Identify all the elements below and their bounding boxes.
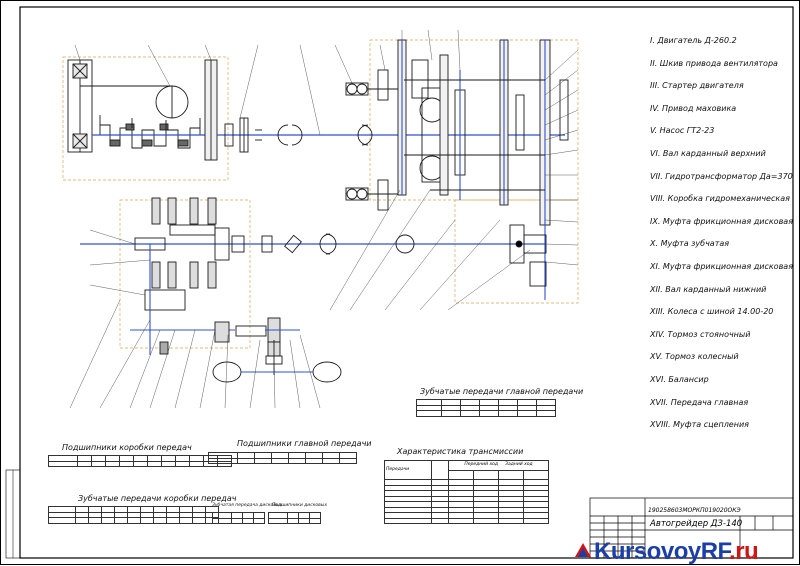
transmission-upper	[397, 39, 569, 300]
legend-item: III. Стартер двигателя	[650, 81, 744, 91]
document-code: 190258603МОРКП019020ОКЭ	[648, 507, 741, 514]
legend-item: XIII. Колеса с шиной 14.00-20	[650, 307, 774, 317]
transmission-table-title: Характеристика трансмиссии	[397, 447, 524, 456]
gearbox-bearings-table-title: Подшипники коробки передач	[62, 443, 192, 452]
legend-item: XV. Тормоз колесный	[650, 352, 739, 362]
legend-item: XVII. Передача главная	[650, 397, 749, 407]
main-gears-table	[416, 399, 556, 417]
legend-item: VI. Вал карданный верхний	[650, 148, 766, 158]
watermark: KursovoyRF.ru	[594, 538, 759, 566]
component-legend: I. Двигатель Д-260.2 II. Шкив привода ве…	[650, 30, 796, 437]
engine-block	[67, 59, 218, 161]
legend-item: IX. Муфта фрикционная дисковая	[650, 216, 793, 226]
legend-item: VIII. Коробка гидромеханическая	[650, 194, 790, 204]
legend-item: II. Шкив привода вентилятора	[650, 58, 778, 68]
transmission-sub-header: Передний ход Задний ход	[448, 460, 549, 471]
assembly-outlines	[62, 39, 579, 349]
legend-item: XVIII. Муфта сцепления	[650, 420, 749, 430]
watermark-logo-icon	[575, 543, 591, 557]
gearbox-gears-table-title: Зубчатые передачи коробки передач	[78, 494, 237, 503]
leader-lines	[69, 29, 579, 409]
legend-item: I. Двигатель Д-260.2	[650, 36, 737, 45]
lower-shaft	[230, 224, 547, 287]
legend-item: VII. Гидротрансформатор Да=370	[650, 171, 793, 181]
small-gears-label: Зубчатая передача дисковых	[212, 503, 283, 508]
legend-item: XIV. Тормоз стояночный	[650, 329, 751, 339]
transmission-table: Передачи Передний ход Задний ход	[384, 460, 549, 524]
watermark-brand: KursovoyRF	[594, 538, 730, 565]
forward-label: Передний ход	[464, 462, 498, 468]
reverse-label: Задний ход	[505, 462, 533, 468]
front-axle-group	[80, 197, 342, 383]
legend-item: V. Насос ГТ2-23	[650, 126, 715, 136]
small-bearings-table	[268, 512, 321, 524]
main-bearings-table	[208, 452, 357, 464]
gearbox-bearings-table	[48, 455, 232, 467]
watermark-tld: .ru	[729, 538, 759, 565]
main-gears-table-title: Зубчатые передачи главной передачи	[420, 387, 584, 396]
drawing-frame	[19, 6, 794, 559]
title-block	[589, 497, 794, 559]
legend-item: IV. Привод маховика	[650, 103, 737, 113]
legend-item: X. Муфта зубчатая	[650, 239, 730, 249]
legend-item: XVI. Балансир	[650, 374, 709, 384]
transmission-col-header: Передачи	[384, 460, 432, 480]
legend-item: XII. Вал карданный нижний	[650, 284, 767, 294]
gearbox-gears-table	[48, 506, 219, 524]
main-bearings-table-title: Подшипники главной передачи	[237, 439, 372, 448]
small-gears-table	[212, 512, 265, 524]
pump-pinions	[345, 69, 398, 211]
legend-item: XI. Муфта фрикционная дисковая	[650, 261, 793, 271]
small-bearings-label: Подшипники дисковых	[272, 503, 328, 508]
drawing-name: Автогрейдер ДЗ-140	[650, 519, 743, 529]
